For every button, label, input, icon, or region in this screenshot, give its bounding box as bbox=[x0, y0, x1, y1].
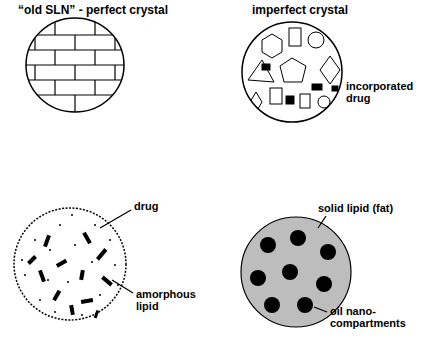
imperfect-particle bbox=[242, 22, 342, 122]
amorphous-particle bbox=[14, 208, 126, 320]
leader-lines bbox=[100, 210, 327, 312]
part-label: oil nano-compartments bbox=[330, 305, 412, 329]
panel-title: imperfect crystal bbox=[252, 4, 412, 16]
part-label: incorporated drug bbox=[346, 80, 418, 104]
part-label: amorphous lipid bbox=[136, 288, 206, 312]
panel-title: “old SLN” - perfect crystal bbox=[18, 4, 218, 16]
part-label: drug bbox=[134, 200, 194, 212]
part-label: solid lipid (fat) bbox=[318, 202, 418, 214]
brick-particle bbox=[20, 18, 130, 115]
